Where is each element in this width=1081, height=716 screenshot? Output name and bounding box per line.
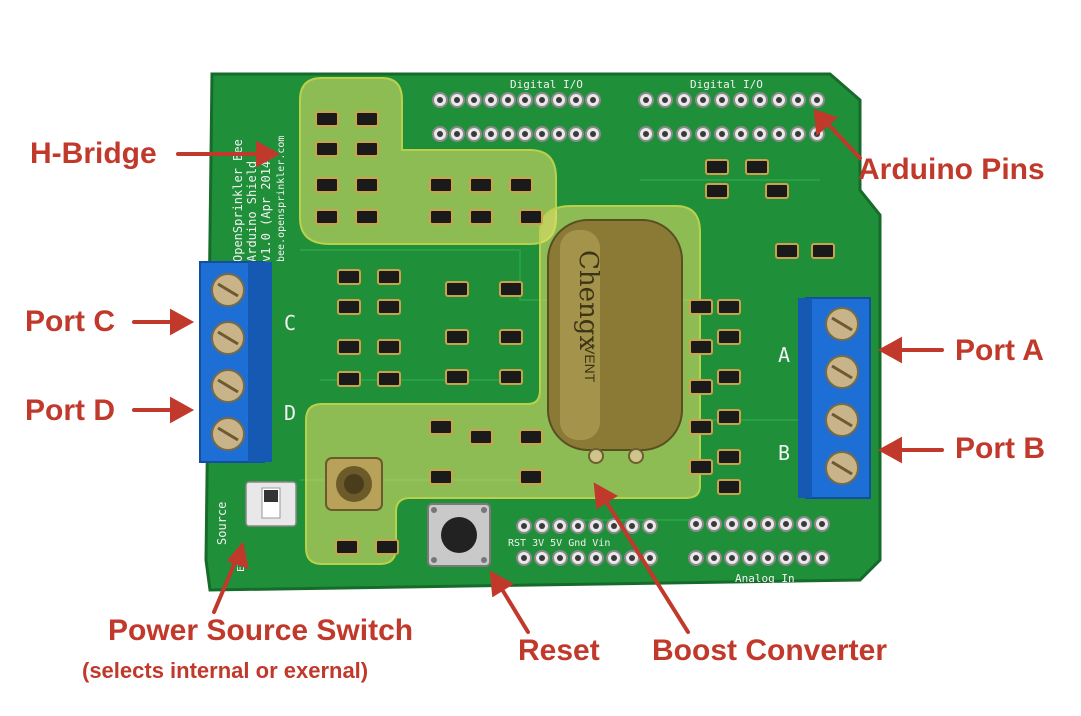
smd-part [445,281,469,297]
smd-part [509,177,533,193]
digital-header-right [638,92,825,142]
board-title: OpenSprinkler Bee Arduino Shield v1.0 (A… [231,136,287,262]
smd-part [337,339,361,355]
digital-io-label-left: Digital I/O [510,78,583,91]
reset-label: Reset [518,634,600,667]
smd-part [499,369,523,385]
port-c-label: Port C [25,305,115,338]
h-bridge-label: H-Bridge [30,137,157,170]
port-letter-d: D [284,401,296,425]
smd-part [717,449,741,465]
smd-part [717,369,741,385]
smd-part [745,159,769,175]
smd-part [337,371,361,387]
smd-part [377,339,401,355]
port-letter-a: A [778,343,790,367]
smd-part [377,371,401,387]
smd-part [717,329,741,345]
reset-button[interactable] [427,503,491,567]
smd-part [355,141,379,157]
smd-components [315,111,835,555]
smd-part [335,539,359,555]
electrolytic-capacitor: Chengx VENT [547,219,683,464]
smd-part [337,269,361,285]
smd-part [689,459,713,475]
power-header-label: RST 3V 5V Gnd Vin [508,538,610,549]
smd-part [445,329,469,345]
port-a-label: Port A [955,334,1044,367]
power-source-switch-label: Power Source Switch [108,614,414,647]
svg-text:v1.0 (Apr 2014): v1.0 (Apr 2014) [259,154,273,262]
smd-part [315,111,339,127]
svg-text:Arduino Shield: Arduino Shield [245,161,259,262]
smd-part [499,329,523,345]
port-letter-c: C [284,311,296,335]
smd-part [717,409,741,425]
smd-part [765,183,789,199]
smd-part [499,281,523,297]
smd-part [429,469,453,485]
terminal-block-left [199,261,272,463]
smd-part [355,209,379,225]
smd-part [717,299,741,315]
svg-text:Chengx: Chengx [573,250,603,350]
smd-part [375,539,399,555]
smd-part [469,209,493,225]
digital-io-label-right: Digital I/O [690,78,763,91]
smd-part [705,183,729,199]
port-letter-b: B [778,441,790,465]
smd-part [377,269,401,285]
analog-in-label: Analog In [735,572,795,585]
source-label: Source [215,502,229,545]
arrow-icon [132,109,944,634]
smd-part [689,339,713,355]
smd-part [689,419,713,435]
smd-part [811,243,835,259]
smd-part [355,177,379,193]
smd-part [315,177,339,193]
smd-part [429,419,453,435]
smd-part [705,159,729,175]
smd-part [519,209,543,225]
port-d-label: Port D [25,394,115,427]
smd-part [315,141,339,157]
smd-part [469,177,493,193]
inductor [325,457,383,511]
boost-converter-label: Boost Converter [652,634,888,667]
smd-part [519,429,543,445]
smd-part [717,479,741,495]
smd-part [775,243,799,259]
smd-part [429,209,453,225]
smd-part [519,469,543,485]
smd-part [429,177,453,193]
smd-part [315,209,339,225]
terminal-block-right [798,297,871,499]
power-source-switch-note: (selects internal or exernal) [82,658,369,683]
arduino-pins-label: Arduino Pins [858,153,1045,186]
svg-text:VENT: VENT [582,345,598,383]
port-b-label: Port B [955,432,1045,465]
smd-part [377,299,401,315]
svg-text:OpenSprinkler Bee: OpenSprinkler Bee [231,139,245,262]
power-header [516,518,658,566]
smd-part [689,299,713,315]
smd-part [355,111,379,127]
smd-part [689,379,713,395]
smd-part [445,369,469,385]
analog-header [688,516,830,566]
smd-part [469,429,493,445]
smd-part [337,299,361,315]
svg-text:bee.opensprinkler.com: bee.opensprinkler.com [276,136,287,262]
digital-header-left [432,92,601,142]
